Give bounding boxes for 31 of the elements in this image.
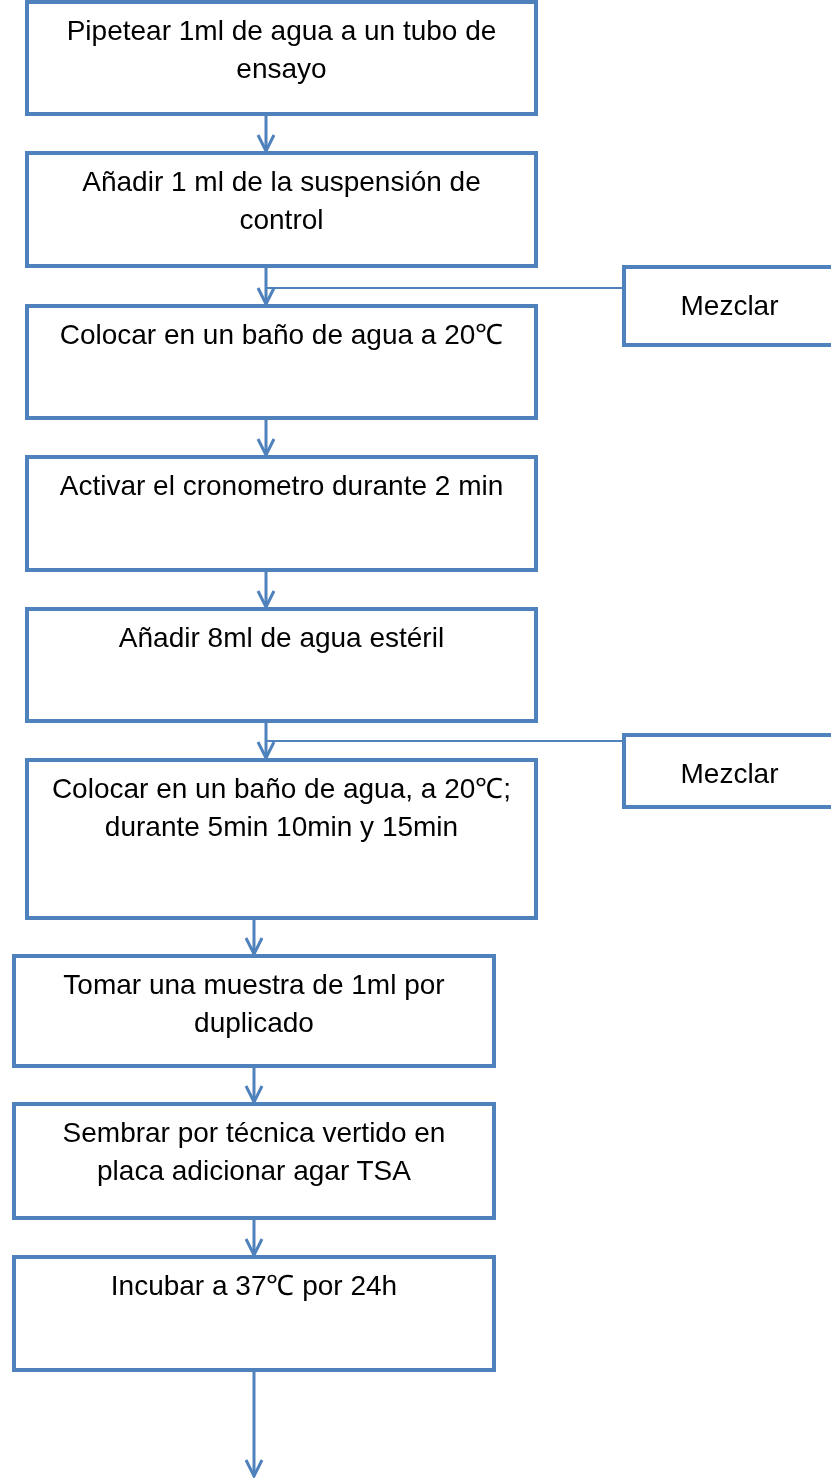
process-box (25, 607, 538, 723)
step-text: Añadir 1 ml de la suspensión de control (81, 165, 482, 237)
arrow (256, 268, 276, 306)
arrow (244, 920, 264, 956)
step-text: Mezclar (680, 289, 779, 323)
process-box (12, 954, 496, 1068)
step-text: Activar el cronometro durante 2 min (59, 469, 504, 503)
process-box (12, 1255, 496, 1372)
arrow (256, 572, 276, 609)
step-text: Colocar en un baño de agua a 20℃ (59, 318, 504, 352)
arrow (256, 420, 276, 457)
step-text: Tomar una muestra de 1ml por duplicado (62, 968, 446, 1040)
arrow (256, 116, 276, 153)
process-box (622, 733, 831, 809)
process-box (25, 0, 538, 116)
step-text: Pipetear 1ml de agua a un tubo de ensayo (65, 14, 498, 86)
arrow (244, 1220, 264, 1257)
arrow (244, 1068, 264, 1104)
step-text: Colocar en un baño de agua, a 20℃; durante 5min 10min y 15min (51, 772, 512, 844)
arrow (256, 723, 276, 760)
process-box (25, 455, 538, 572)
process-box (25, 758, 538, 920)
process-box (622, 265, 831, 347)
step-text: Sembrar por técnica vertido en placa adicionar agar TSA (61, 1116, 447, 1188)
arrow (244, 1372, 264, 1478)
process-box (25, 304, 538, 420)
process-box (25, 151, 538, 268)
process-box (12, 1102, 496, 1220)
step-text: Mezclar (680, 757, 779, 791)
step-text: Añadir 8ml de agua estéril (118, 621, 445, 655)
step-text: Incubar a 37℃ por 24h (110, 1269, 398, 1303)
